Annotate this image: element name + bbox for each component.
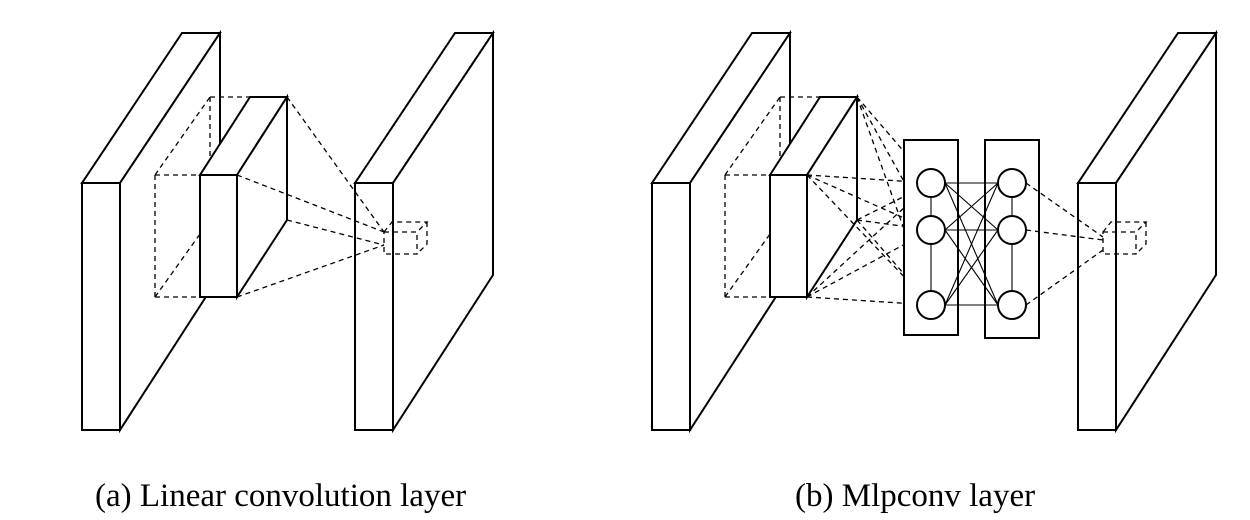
panel-b-neuron	[916, 215, 946, 245]
caption-linear-convolution: (a) Linear convolution layer	[95, 478, 467, 514]
panel-b-neuron	[916, 168, 946, 198]
panel-a-output-unit	[383, 221, 429, 255]
panel-b-neuron	[997, 290, 1027, 320]
panel-b-neuron	[997, 215, 1027, 245]
caption-mlpconv: (b) Mlpconv layer	[795, 478, 1036, 514]
panel-b-input-feature-map	[650, 29, 792, 434]
panel-a-filter-to-output-lines	[236, 96, 385, 298]
diagram-canvas	[80, 29, 1218, 434]
panel-a-output-feature-map	[353, 29, 495, 434]
panel-b-mlpconv	[650, 29, 1218, 434]
panel-a-linear-convolution	[80, 29, 495, 434]
panel-b-hidden-layer-1	[903, 139, 959, 336]
panel-b-neuron	[916, 290, 946, 320]
panel-b-hidden2-to-output-lines	[1025, 182, 1104, 306]
panel-b-output-unit	[1102, 221, 1148, 255]
panel-b-output-feature-map	[1076, 29, 1218, 434]
panel-a-input-feature-map	[80, 29, 222, 434]
panel-b-hidden1-to-hidden2-lines	[944, 182, 999, 306]
panel-b-neuron	[997, 168, 1027, 198]
panel-b-filter	[768, 93, 859, 301]
panel-b-hidden-layer-2	[984, 139, 1040, 339]
